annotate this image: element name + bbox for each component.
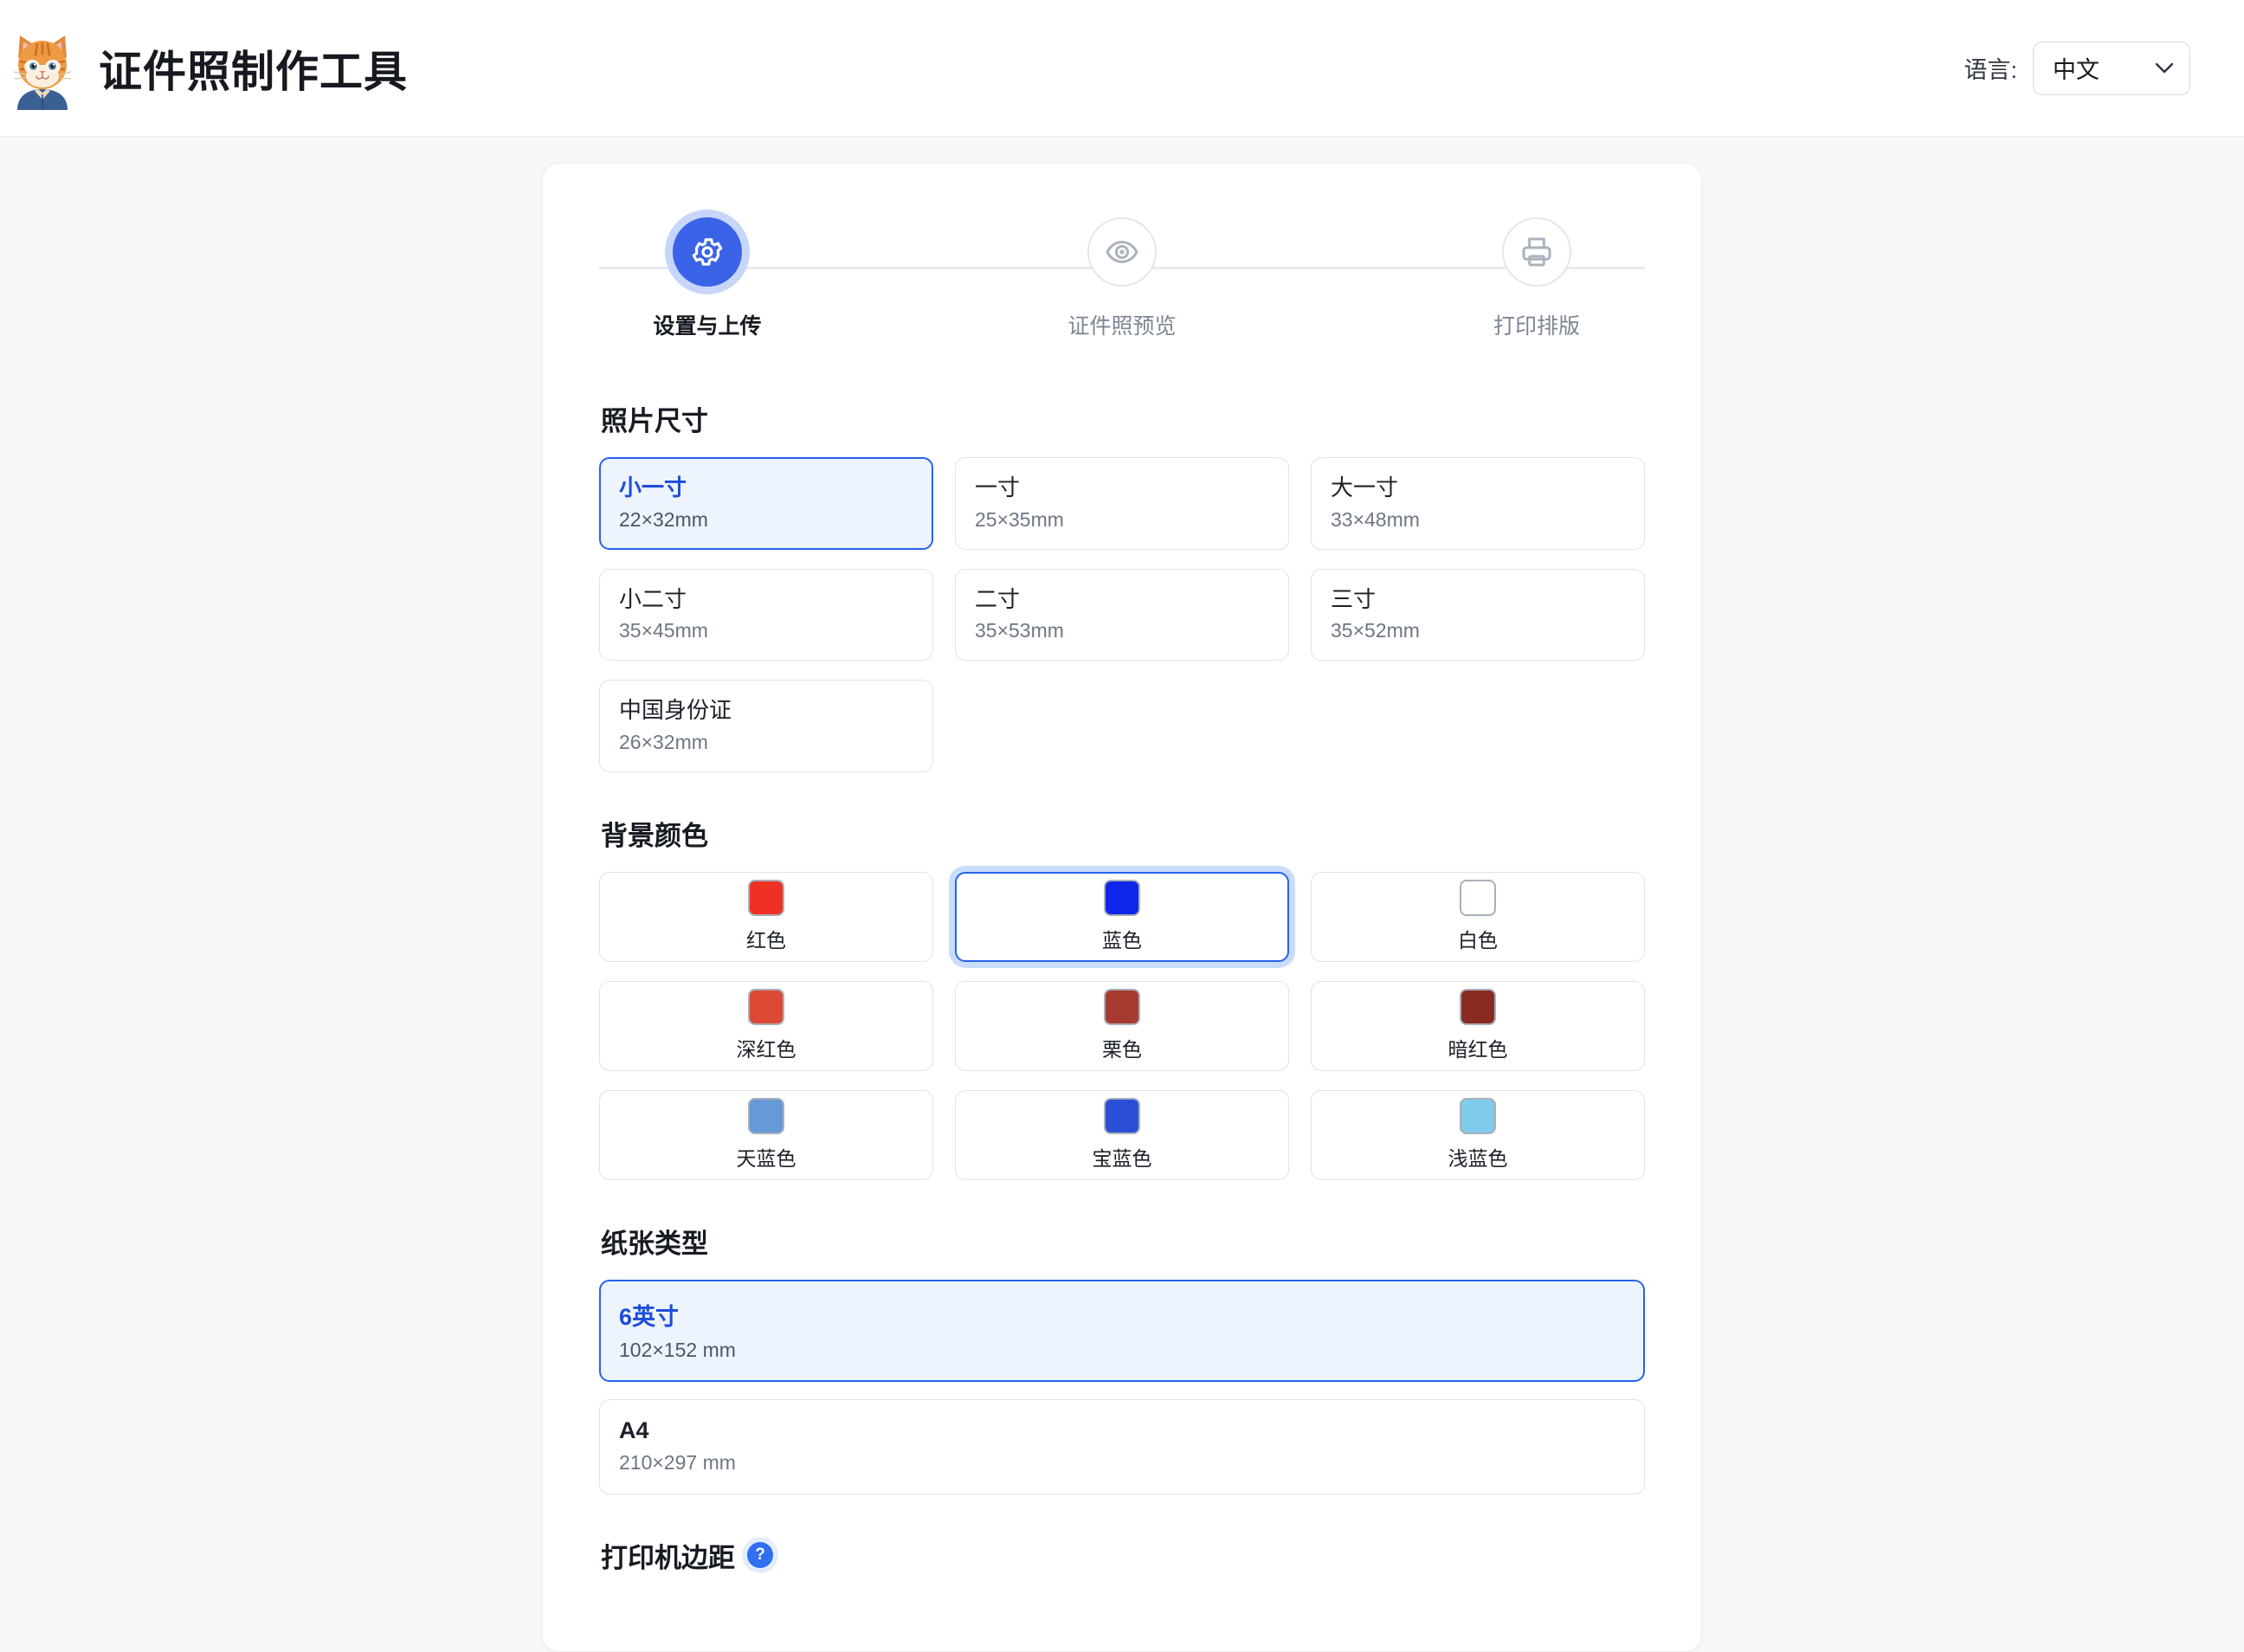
language-label: 语言: — [1964, 57, 2017, 83]
photo-size-option-dimensions: 35×52mm — [1331, 619, 1420, 642]
photo-size-option[interactable]: 中国身份证 26×32mm — [599, 680, 933, 772]
background-color-option-label: 红色 — [746, 929, 786, 952]
photo-size-option-dimensions: 22×32mm — [619, 507, 708, 531]
photo-size-option[interactable]: 三寸 35×52mm — [1311, 568, 1645, 661]
step-circle-3 — [1502, 217, 1571, 287]
main-card: 设置与上传 证件照预览 — [542, 163, 1702, 1652]
color-swatch — [748, 1098, 784, 1134]
chevron-down-icon — [2155, 62, 2174, 74]
color-swatch — [1460, 989, 1496, 1025]
paper-type-title: 纸张类型 — [601, 1222, 1645, 1261]
paper-type-option-name: 6英寸 — [619, 1303, 680, 1330]
language-selector[interactable]: 语言: 中文 — [1964, 41, 2190, 95]
app-header: 证件照制作工具 语言: 中文 — [0, 0, 2244, 137]
color-swatch — [748, 880, 784, 916]
photo-size-option-name: 二寸 — [975, 585, 1021, 612]
photo-size-grid: 小一寸 22×32mm 一寸 25×35mm 大一寸 33×48mm 小二寸 35×45mm 二… — [599, 457, 1645, 772]
step-label-2: 证件照预览 — [1067, 314, 1177, 339]
photo-size-option-dimensions: 25×35mm — [975, 507, 1064, 531]
page-body: 设置与上传 证件照预览 — [0, 137, 2244, 1652]
step-circle-1 — [673, 217, 742, 287]
step-label-1: 设置与上传 — [653, 314, 762, 339]
color-swatch — [1104, 1098, 1140, 1134]
background-color-option-label: 暗红色 — [1448, 1038, 1508, 1061]
background-color-option-label: 白色 — [1458, 929, 1498, 952]
photo-size-option[interactable]: 二寸 35×53mm — [955, 568, 1289, 661]
color-swatch — [1104, 880, 1140, 916]
printer-margin-title-text: 打印机边距 — [601, 1542, 735, 1573]
background-color-option-label: 栗色 — [1102, 1038, 1142, 1061]
color-swatch — [1460, 1098, 1496, 1134]
photo-size-title: 照片尺寸 — [601, 399, 1645, 438]
background-color-option-label: 深红色 — [736, 1038, 796, 1061]
printer-margin-title: 打印机边距 ? — [601, 1536, 1645, 1575]
photo-size-option-name: 三寸 — [1331, 585, 1377, 612]
background-color-option[interactable]: 浅蓝色 — [1311, 1089, 1645, 1180]
background-color-title: 背景颜色 — [601, 814, 1645, 853]
paper-type-option-dimensions: 210×297 mm — [619, 1450, 736, 1474]
photo-size-section: 照片尺寸 小一寸 22×32mm 一寸 25×35mm 大一寸 33×48mm 小二寸 35×… — [599, 399, 1645, 772]
background-color-option[interactable]: 栗色 — [955, 980, 1289, 1071]
photo-size-option-dimensions: 35×45mm — [619, 619, 708, 642]
background-color-option[interactable]: 暗红色 — [1311, 980, 1645, 1071]
photo-size-title-text: 照片尺寸 — [601, 406, 708, 436]
paper-type-section: 纸张类型 6英寸 102×152 mm A4 210×297 mm — [599, 1222, 1645, 1494]
printer-icon — [1522, 237, 1551, 267]
photo-size-option-name: 中国身份证 — [619, 697, 732, 723]
photo-size-option[interactable]: 小一寸 22×32mm — [599, 457, 933, 550]
step-print-layout[interactable]: 打印排版 — [1428, 217, 1645, 340]
photo-size-option[interactable]: 一寸 25×35mm — [955, 457, 1289, 550]
background-color-title-text: 背景颜色 — [601, 820, 708, 851]
photo-size-option-name: 大一寸 — [1331, 474, 1399, 500]
background-color-option-label: 天蓝色 — [736, 1147, 796, 1170]
background-color-option[interactable]: 白色 — [1311, 871, 1645, 962]
background-color-option-label: 浅蓝色 — [1448, 1147, 1508, 1170]
step-circle-2 — [1087, 217, 1157, 287]
background-color-option[interactable]: 宝蓝色 — [955, 1089, 1289, 1180]
page-title: 证件照制作工具 — [99, 47, 408, 96]
stepper: 设置与上传 证件照预览 — [599, 217, 1645, 340]
gear-icon — [692, 238, 723, 266]
eye-icon — [1106, 241, 1138, 263]
paper-type-list: 6英寸 102×152 mm A4 210×297 mm — [599, 1279, 1645, 1494]
background-color-option-label: 宝蓝色 — [1092, 1147, 1152, 1170]
step-setup-upload[interactable]: 设置与上传 — [599, 217, 816, 340]
printer-margin-section: 打印机边距 ? — [599, 1536, 1645, 1575]
photo-size-option-name: 小一寸 — [619, 474, 687, 500]
photo-size-option-name: 一寸 — [975, 474, 1021, 500]
background-color-option-label: 蓝色 — [1102, 929, 1142, 952]
photo-size-option-dimensions: 26×32mm — [619, 730, 708, 753]
background-color-option[interactable]: 红色 — [599, 871, 933, 962]
background-color-option[interactable]: 天蓝色 — [599, 1089, 933, 1180]
background-color-option[interactable]: 蓝色 — [955, 871, 1289, 962]
photo-size-option[interactable]: 小二寸 35×45mm — [599, 568, 933, 661]
step-label-3: 打印排版 — [1493, 314, 1580, 339]
background-color-grid: 红色 蓝色 白色深红色 栗色 暗红色天蓝色 宝蓝色 浅蓝色 — [599, 871, 1645, 1180]
background-color-option[interactable]: 深红色 — [599, 980, 933, 1071]
color-swatch — [1104, 989, 1140, 1025]
photo-size-option-name: 小二寸 — [619, 585, 687, 612]
cat-avatar-icon — [9, 26, 76, 110]
language-dropdown[interactable]: 中文 — [2033, 41, 2190, 95]
step-photo-preview[interactable]: 证件照预览 — [1014, 217, 1230, 340]
background-color-section: 背景颜色 红色 蓝色 白色深红色 栗色 暗红色天蓝色 宝蓝色 浅蓝色 — [599, 814, 1645, 1180]
paper-type-title-text: 纸张类型 — [601, 1228, 708, 1259]
paper-type-option[interactable]: 6英寸 102×152 mm — [599, 1279, 1645, 1382]
photo-size-option-dimensions: 33×48mm — [1331, 507, 1420, 531]
color-swatch — [748, 989, 784, 1025]
language-value: 中文 — [2053, 57, 2099, 83]
paper-type-option-dimensions: 102×152 mm — [619, 1338, 736, 1361]
photo-size-option[interactable]: 大一寸 33×48mm — [1311, 457, 1645, 550]
color-swatch — [1460, 880, 1496, 916]
brand: 证件照制作工具 — [9, 26, 408, 110]
photo-size-option-dimensions: 35×53mm — [975, 619, 1064, 642]
paper-type-option[interactable]: A4 210×297 mm — [599, 1398, 1645, 1494]
paper-type-option-name: A4 — [619, 1416, 649, 1443]
help-circle-icon[interactable]: ? — [747, 1542, 773, 1568]
